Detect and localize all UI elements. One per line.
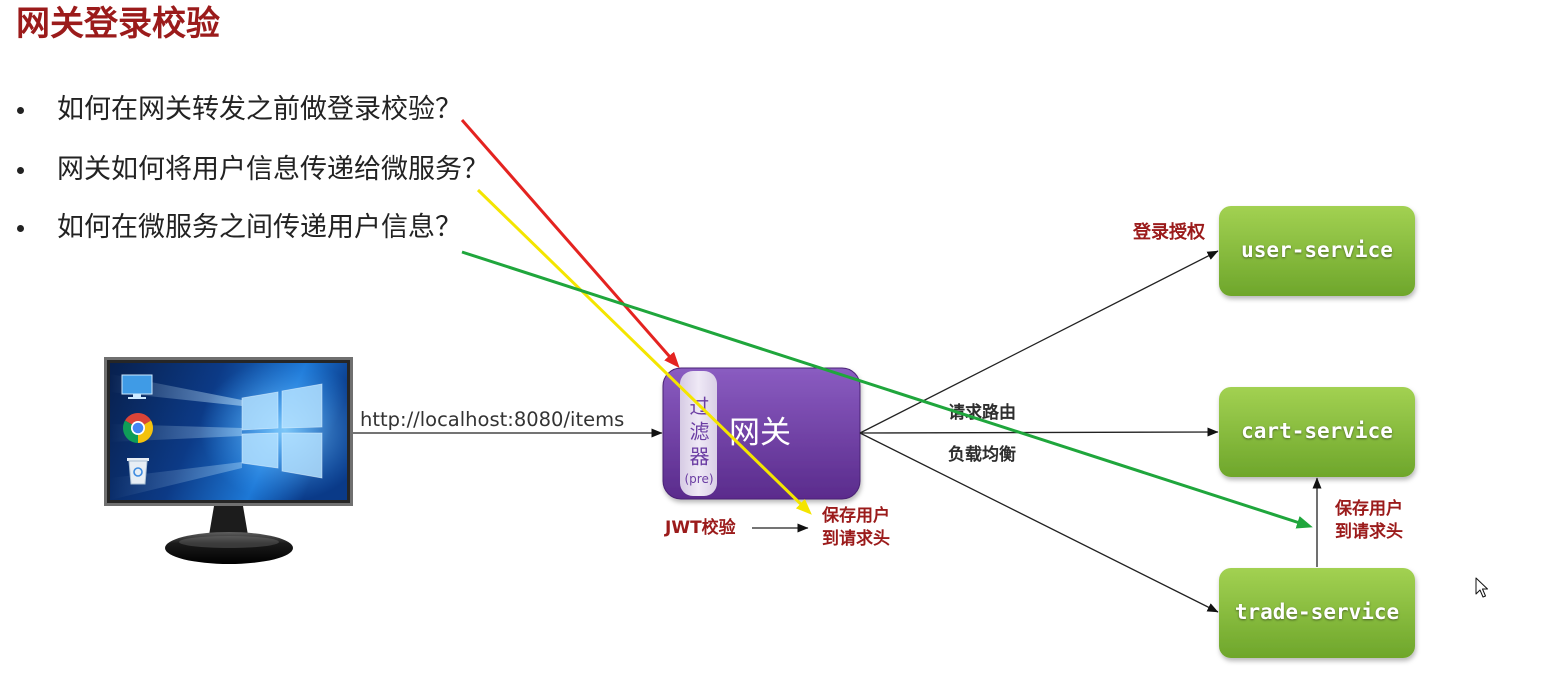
bullet-text: 如何在微服务之间传递用户信息？ xyxy=(57,212,462,243)
chrome-icon xyxy=(122,412,154,444)
login-auth-label: 登录授权 xyxy=(1133,222,1205,243)
bullet-marker xyxy=(17,107,24,114)
windows-logo-icon xyxy=(241,383,323,479)
bullet-item: 如何在网关转发之前做登录校验？ xyxy=(0,92,560,128)
routing-label: 请求路由 xyxy=(948,403,1016,423)
bullet-marker xyxy=(17,167,24,174)
monitor-screen xyxy=(110,363,347,500)
cart-service-label: cart-service xyxy=(1241,419,1393,443)
filter-label: 过滤器 xyxy=(686,396,710,471)
trade-cart-note-line1: 保存用户 xyxy=(1335,499,1403,519)
route-arrow-user xyxy=(859,250,1219,434)
monitor-frame xyxy=(104,357,353,506)
trade-service-label: trade-service xyxy=(1234,600,1400,624)
bullet-text: 如何在网关转发之前做登录校验？ xyxy=(57,94,462,125)
mouse-pointer-icon xyxy=(1475,577,1488,598)
annotation-arrow-green xyxy=(461,250,1313,529)
save-user-label-line2: 到请求头 xyxy=(822,529,890,549)
monitor-base xyxy=(165,532,293,564)
this-pc-icon xyxy=(121,374,153,399)
save-user-label-line1: 保存用户 xyxy=(822,506,890,526)
request-url-label: http://localhost:8080/items xyxy=(360,408,625,431)
filter-phase-label: (pre) xyxy=(684,472,714,486)
jwt-check-label: JWT校验 xyxy=(665,518,736,538)
desktop-monitor-icon xyxy=(104,357,353,564)
bullet-item: 如何在微服务之间传递用户信息？ xyxy=(0,210,560,246)
bullet-marker xyxy=(17,225,24,232)
bullet-item: 网关如何将用户信息传递给微服务？ xyxy=(0,152,560,188)
trade-cart-note-line2: 到请求头 xyxy=(1335,522,1403,542)
monitor-bezel xyxy=(107,360,350,503)
gateway-label: 网关 xyxy=(729,415,791,451)
user-service-label: user-service xyxy=(1241,238,1393,262)
page-title: 网关登录校验 xyxy=(16,4,220,44)
route-arrow-cart xyxy=(859,427,1219,437)
route-arrow-trade xyxy=(859,432,1219,613)
recycle-bin-icon xyxy=(127,458,149,485)
bullet-text: 网关如何将用户信息传递给微服务？ xyxy=(57,154,489,185)
load-balancing-label: 负载均衡 xyxy=(948,445,1016,465)
monitor-neck xyxy=(208,506,249,541)
